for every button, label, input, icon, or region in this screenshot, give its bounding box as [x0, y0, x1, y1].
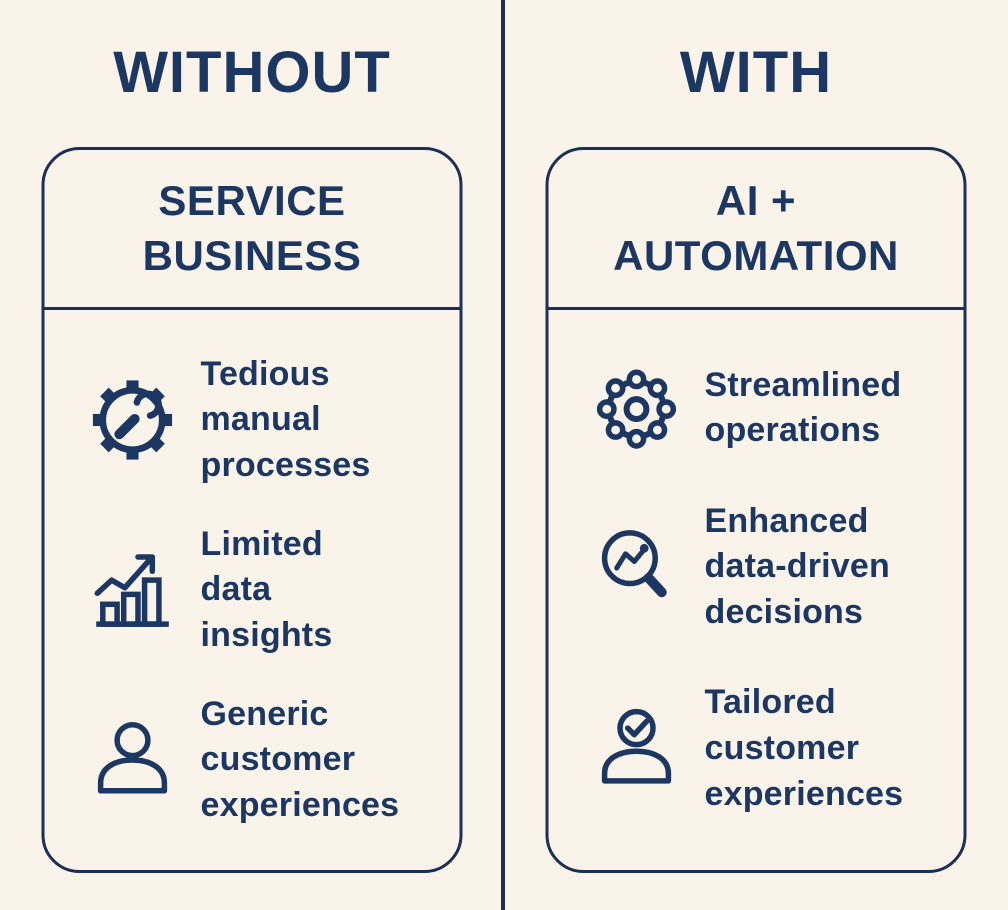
ai-automation-card-header: AI + AUTOMATION: [548, 150, 964, 310]
list-item: Generic customer experiences: [89, 692, 452, 829]
service-business-card: SERVICE BUSINESS: [41, 147, 463, 873]
item-text-line: insights: [200, 615, 333, 654]
item-text-line: decisions: [704, 593, 864, 631]
rounded-gear-icon: [593, 364, 681, 452]
with-column: WITH AI + AUTOMATION: [504, 0, 1008, 910]
item-text-line: operations: [704, 411, 881, 450]
item-text: Generic customer experiences: [201, 692, 400, 829]
magnifier-trend-icon: [593, 523, 681, 611]
service-business-card-body: Tedious manual processes: [45, 310, 460, 870]
without-title: WITHOUT: [113, 40, 391, 105]
item-text-line: processes: [200, 445, 371, 484]
item-text-line: Generic: [200, 694, 329, 733]
person-check-icon: [593, 705, 681, 793]
card-title-line: AUTOMATION: [613, 231, 899, 279]
gear-wrench-icon: [89, 376, 177, 464]
bar-chart-growth-icon: [89, 546, 177, 634]
list-item: Limited data insights: [89, 522, 452, 659]
item-text-line: Limited: [200, 524, 323, 563]
ai-automation-card-body: Streamlined operations Enhanced data-dri…: [549, 310, 964, 870]
person-icon: [89, 716, 177, 804]
item-text-line: experiences: [200, 785, 400, 824]
ai-automation-card: AI + AUTOMATION: [545, 147, 967, 873]
list-item: Tailored customer experiences: [593, 680, 956, 817]
card-title-line: BUSINESS: [142, 231, 362, 279]
item-text-line: Streamlined: [704, 365, 902, 404]
item-text-line: Enhanced: [704, 501, 869, 540]
item-text-line: data-driven: [704, 547, 890, 586]
vertical-divider: [501, 0, 505, 910]
item-text-line: Tailored: [704, 683, 836, 722]
without-column: WITHOUT SERVICE BUSINESS: [41, 40, 463, 873]
item-text-line: data: [200, 570, 272, 609]
with-title: WITH: [679, 40, 833, 105]
item-text-line: experiences: [704, 774, 904, 813]
item-text-line: Tedious: [200, 354, 330, 393]
card-title-line: SERVICE: [158, 176, 346, 224]
service-business-card-header: SERVICE BUSINESS: [44, 150, 460, 310]
list-item: Tedious manual processes: [89, 352, 452, 489]
item-text-line: manual: [200, 400, 321, 439]
item-text: Limited data insights: [201, 522, 333, 659]
item-text: Streamlined operations: [705, 363, 902, 454]
item-text: Tedious manual processes: [201, 352, 371, 489]
item-text: Enhanced data-driven decisions: [705, 499, 890, 636]
item-text: Tailored customer experiences: [705, 680, 904, 817]
list-item: Enhanced data-driven decisions: [593, 499, 956, 636]
item-text-line: customer: [704, 729, 860, 767]
list-item: Streamlined operations: [593, 363, 956, 454]
card-title-line: AI +: [715, 176, 797, 224]
item-text-line: customer: [200, 740, 356, 779]
